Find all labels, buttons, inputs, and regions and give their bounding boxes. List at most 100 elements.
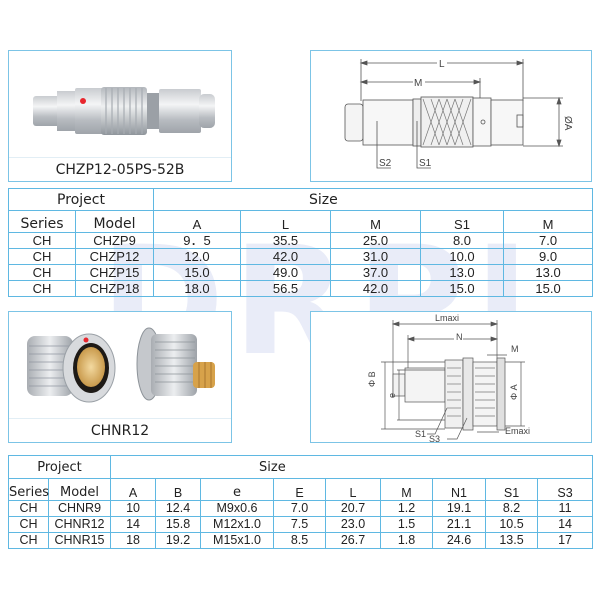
cell: 13.0 xyxy=(502,264,594,281)
dim-S1-label: S1 xyxy=(415,429,426,439)
col-header: M xyxy=(502,210,594,233)
dim-S3-label: S3 xyxy=(429,434,440,442)
col-header: L xyxy=(240,210,331,233)
col-header: A xyxy=(153,210,241,233)
dim-Emaxi-label: Emaxi xyxy=(505,426,530,436)
col-header: A xyxy=(110,478,157,501)
cell: 10.5 xyxy=(485,516,539,533)
plug-drawing-panel: L M ØA S2 S1 xyxy=(310,50,592,182)
cell: 25.0 xyxy=(330,232,421,249)
col-header: Model xyxy=(47,478,112,501)
cell: 35.5 xyxy=(240,232,331,249)
cell: 12.4 xyxy=(155,500,202,517)
cell: 9．5 xyxy=(153,232,241,249)
cell: CH xyxy=(8,264,76,281)
socket-photo-panel: CHNR12 xyxy=(8,311,232,443)
table-row: CH CHZP18 18.0 56.5 42.0 15.0 15.0 xyxy=(8,280,594,297)
cell: CHNR12 xyxy=(47,516,112,533)
cell: 9.0 xyxy=(502,248,594,265)
dim-N-label: N xyxy=(456,332,463,342)
socket-dimension-drawing-icon: Lmaxi N M Φ B e xyxy=(367,313,530,442)
cell: 14 xyxy=(110,516,157,533)
cell: 8.0 xyxy=(420,232,504,249)
table-row: CH CHZP15 15.0 49.0 37.0 13.0 13.0 xyxy=(8,264,594,281)
col-header: Series xyxy=(8,478,49,501)
cell: M12x1.0 xyxy=(200,516,275,533)
connector-plug-photo-icon xyxy=(33,87,215,135)
cell: 12.0 xyxy=(153,248,241,265)
cell: 21.1 xyxy=(432,516,487,533)
cell: 8.5 xyxy=(273,532,327,549)
cell: 18.0 xyxy=(153,280,241,297)
cell: 1.2 xyxy=(380,500,434,517)
dim-B-label: Φ B xyxy=(367,371,377,387)
cell: CH xyxy=(8,280,76,297)
cell: 19.2 xyxy=(155,532,202,549)
table-row: CH CHZP9 9．5 35.5 25.0 8.0 7.0 xyxy=(8,232,594,249)
cell: CHZP9 xyxy=(75,232,154,249)
cell: 19.1 xyxy=(432,500,487,517)
col-header: Series xyxy=(8,210,76,233)
cell: 15.8 xyxy=(155,516,202,533)
cell: 42.0 xyxy=(240,248,331,265)
socket-drawing-panel: Lmaxi N M Φ B e xyxy=(310,311,592,443)
cell: 42.0 xyxy=(330,280,421,297)
cell: 13.5 xyxy=(485,532,539,549)
table-row: CH CHZP12 12.0 42.0 31.0 10.0 9.0 xyxy=(8,248,594,265)
col-header: E xyxy=(273,478,327,501)
cell: 56.5 xyxy=(240,280,331,297)
dim-S1-label: S1 xyxy=(419,158,432,169)
cell: 31.0 xyxy=(330,248,421,265)
cell: 1.8 xyxy=(380,532,434,549)
cell: 26.7 xyxy=(325,532,382,549)
dim-e-label: e xyxy=(387,393,397,398)
table-row: CH CHNR12 14 15.8 M12x1.0 7.5 23.0 1.5 2… xyxy=(8,516,594,533)
dim-L-label: L xyxy=(439,59,445,70)
size-header: Size xyxy=(152,188,594,211)
cell: 14 xyxy=(537,516,594,533)
dim-Lmaxi-label: Lmaxi xyxy=(435,313,459,323)
table-row: CH CHNR15 18 19.2 M15x1.0 8.5 26.7 1.8 2… xyxy=(8,532,594,549)
cell: CH xyxy=(8,500,49,517)
plug-photo-panel: CHZP12-05PS-52B xyxy=(8,50,232,182)
col-header: M xyxy=(380,478,434,501)
cell: 7.0 xyxy=(273,500,327,517)
cell: 17 xyxy=(537,532,594,549)
cell: 11 xyxy=(537,500,594,517)
cell: 15.0 xyxy=(420,280,504,297)
col-header: M xyxy=(330,210,421,233)
cell: 7.0 xyxy=(502,232,594,249)
connector-socket-photo-icon xyxy=(27,327,215,403)
cell: CHZP15 xyxy=(75,264,154,281)
plug-caption: CHZP12-05PS-52B xyxy=(9,157,231,181)
col-header: S1 xyxy=(420,210,504,233)
cell: M15x1.0 xyxy=(200,532,275,549)
cell: 15.0 xyxy=(153,264,241,281)
col-header: L xyxy=(325,478,382,501)
dim-M-label: M xyxy=(414,78,422,89)
table-row: CH CHNR9 10 12.4 M9x0.6 7.0 20.7 1.2 19.… xyxy=(8,500,594,517)
cell: 20.7 xyxy=(325,500,382,517)
col-header: N1 xyxy=(432,478,487,501)
cell: CH xyxy=(8,232,76,249)
cell: 18 xyxy=(110,532,157,549)
cell: 23.0 xyxy=(325,516,382,533)
cell: 37.0 xyxy=(330,264,421,281)
cell: CH xyxy=(8,248,76,265)
cell: 13.0 xyxy=(420,264,504,281)
cell: CHZP18 xyxy=(75,280,154,297)
project-header: Project xyxy=(8,188,154,211)
col-header: S3 xyxy=(537,478,594,501)
cell: CHZP12 xyxy=(75,248,154,265)
cell: 10 xyxy=(110,500,157,517)
col-header: S1 xyxy=(485,478,539,501)
cell: CHNR15 xyxy=(47,532,112,549)
col-header: B xyxy=(155,478,202,501)
socket-size-table: Project Size Series Model A B e E L M N1… xyxy=(7,455,594,549)
col-header: Model xyxy=(75,210,154,233)
cell: CH xyxy=(8,516,49,533)
dim-S2-label: S2 xyxy=(379,158,392,169)
project-header: Project xyxy=(7,455,112,479)
dim-A-label: Φ A xyxy=(509,384,519,400)
cell: 10.0 xyxy=(420,248,504,265)
